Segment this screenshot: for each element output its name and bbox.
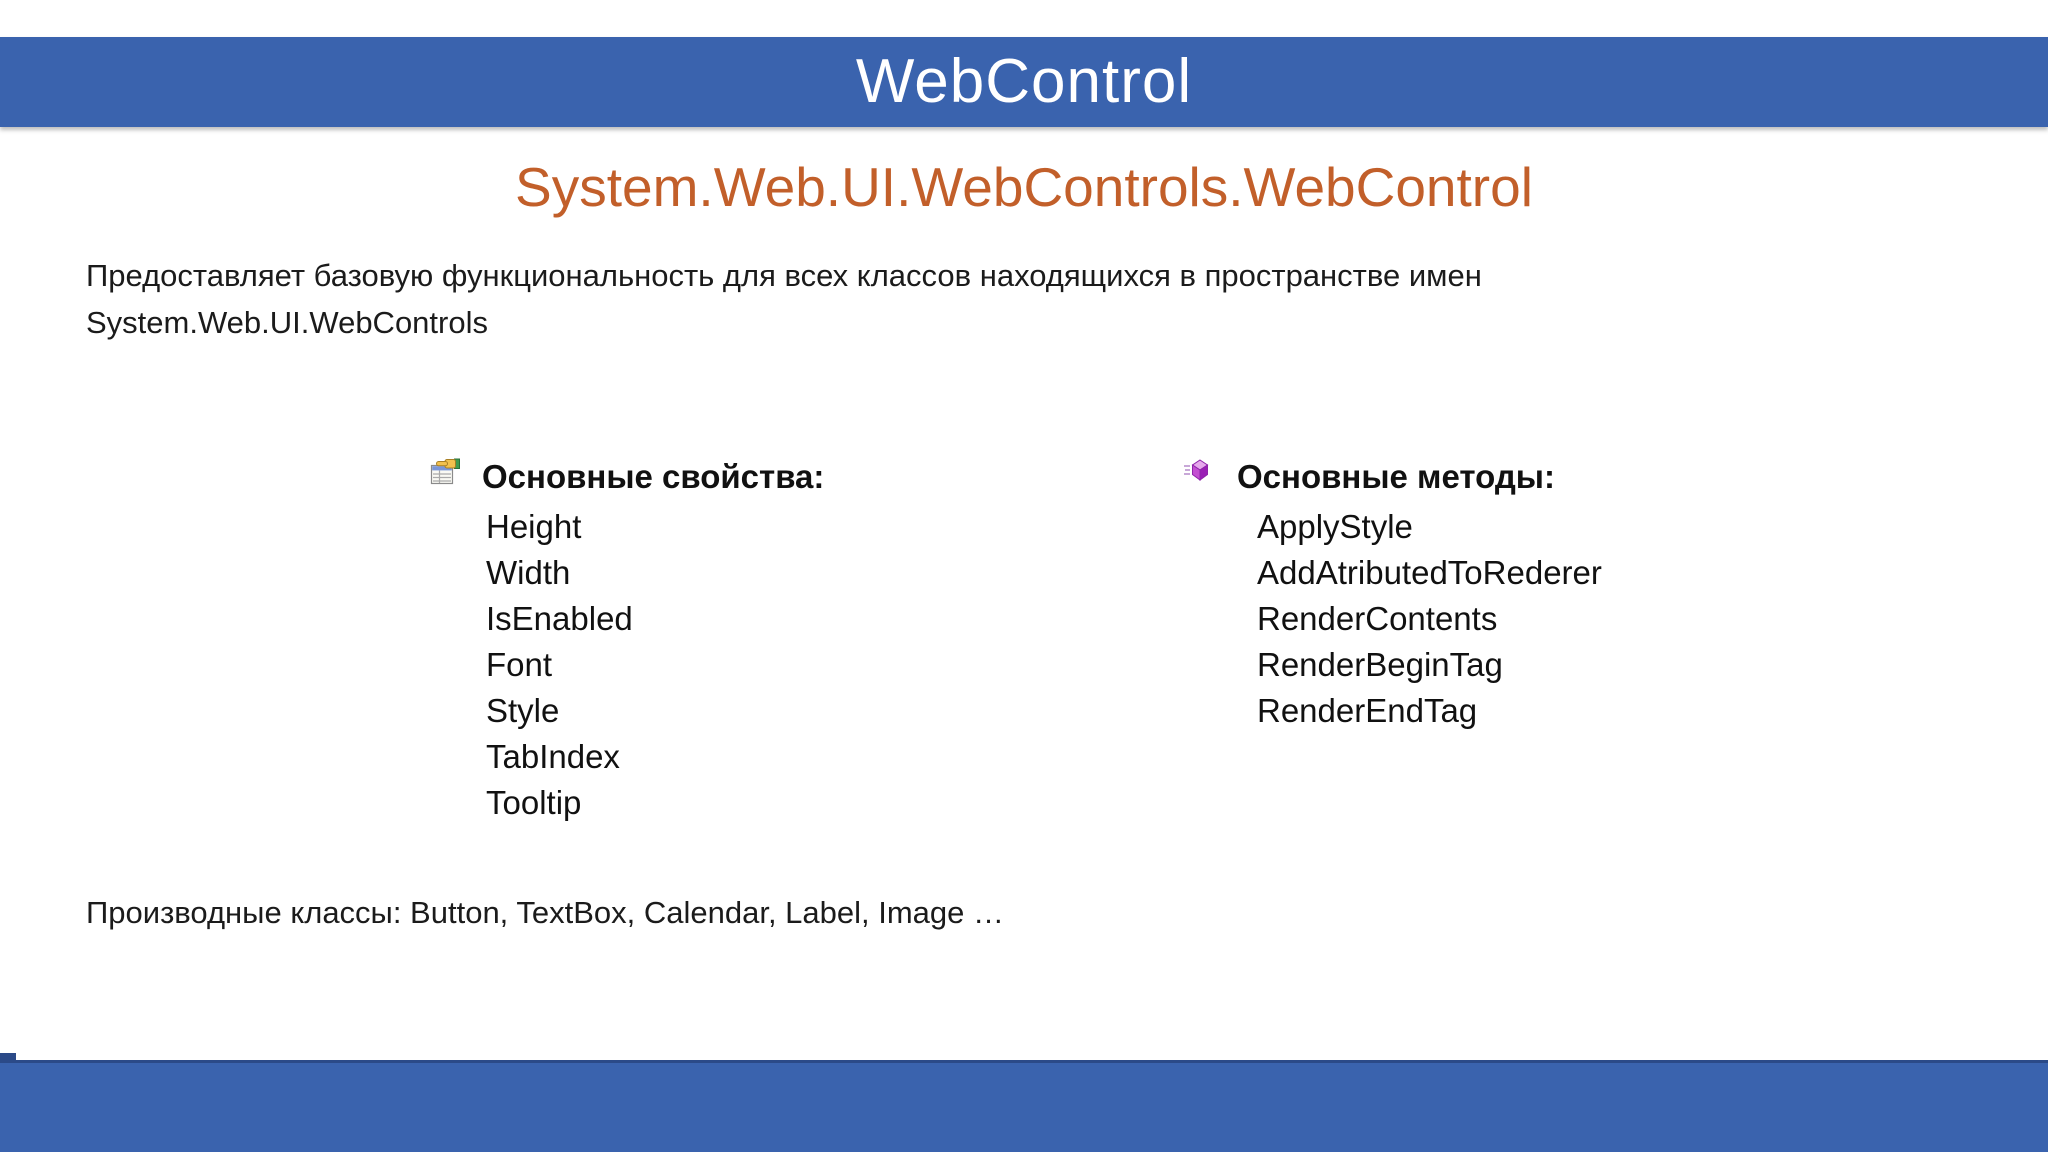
methods-section: Основные методы: ApplyStyle AddAtributed… — [1183, 453, 1602, 734]
methods-section-head: Основные методы: — [1183, 453, 1602, 500]
property-item: TabIndex — [486, 738, 620, 775]
property-item: IsEnabled — [486, 600, 633, 637]
method-item: ApplyStyle — [1257, 508, 1413, 545]
properties-list: Height Width IsEnabled Font Style TabInd… — [430, 504, 824, 826]
methods-heading: Основные методы: — [1237, 458, 1555, 495]
slide-title: WebControl — [855, 47, 1193, 116]
method-item: RenderContents — [1257, 600, 1498, 637]
header-bar: WebControl — [0, 37, 2048, 127]
property-item: Style — [486, 692, 560, 729]
method-item: AddAtributedToRederer — [1257, 554, 1602, 591]
method-item: RenderEndTag — [1257, 692, 1478, 729]
properties-section: Основные свойства: Height Width IsEnable… — [430, 453, 824, 826]
property-item: Tooltip — [486, 784, 582, 821]
derived-classes-text: Производные классы: Button, TextBox, Cal… — [86, 895, 1005, 930]
footer-bar — [0, 1060, 2048, 1152]
method-cube-icon — [1183, 458, 1211, 488]
properties-section-head: Основные свойства: — [430, 453, 824, 500]
properties-heading: Основные свойства: — [482, 458, 825, 495]
properties-grid-hand-icon — [430, 458, 461, 491]
description-text: Предоставляет базовую функциональность д… — [86, 258, 1482, 340]
property-item: Width — [486, 554, 571, 591]
slide-subtitle: System.Web.UI.WebControls.WebControl — [515, 156, 1533, 218]
property-item: Font — [486, 646, 553, 683]
method-item: RenderBeginTag — [1257, 646, 1503, 683]
footer-notch — [0, 1053, 16, 1064]
methods-list: ApplyStyle AddAtributedToRederer RenderC… — [1183, 504, 1602, 734]
property-item: Height — [486, 508, 582, 545]
